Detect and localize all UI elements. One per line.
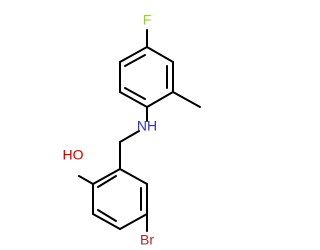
bromine-atom-label: Br [140, 232, 154, 248]
lower-ring-bond [119, 213, 148, 230]
fluorine-atom-label: F [143, 12, 152, 28]
atom-label-layer: F NH HO Br [63, 12, 158, 248]
bond-layer [78, 29, 201, 232]
upper-ring-bond [146, 91, 174, 108]
molecule-structure-diagram: F NH HO Br [63, 12, 201, 248]
upper-ring-double-bond [124, 87, 146, 100]
lower-ring-bond [92, 168, 121, 185]
hydroxyl-bond [78, 175, 94, 185]
upper-ring-bond [119, 91, 148, 108]
nitrogen-methylene-bond [119, 130, 140, 143]
methyl-bond [172, 91, 201, 108]
lower-ring-double-bond [97, 175, 117, 188]
hydroxyl-atom-label: HO [63, 147, 84, 163]
upper-ring-double-bond [124, 54, 146, 67]
upper-ring-bond [146, 46, 174, 63]
upper-ring-bond [119, 46, 148, 63]
lower-ring-bond [119, 168, 148, 185]
lower-ring-bond [92, 213, 121, 230]
lower-ring-double-bond [97, 209, 117, 222]
amine-atom-label: NH [137, 118, 157, 134]
